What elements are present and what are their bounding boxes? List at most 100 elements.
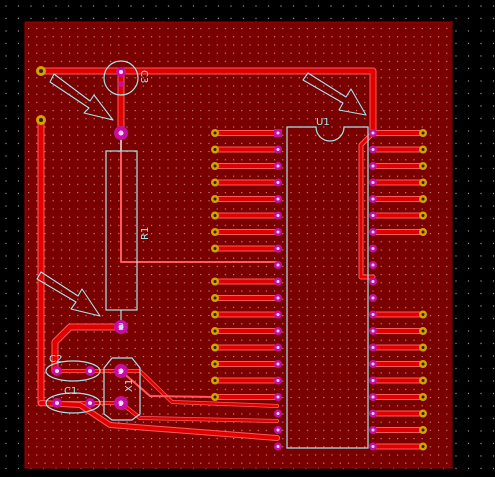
u1-right-stub-pad[interactable]: [419, 145, 427, 154]
u1-right-pin[interactable]: [369, 211, 377, 220]
u1-right-stub-pad[interactable]: [419, 393, 427, 401]
u1-left-stub-pad[interactable]: [211, 327, 219, 335]
u1-right-pin[interactable]: [369, 294, 377, 302]
c2-label: C2: [49, 354, 62, 365]
u1-right-stub-pad[interactable]: [419, 310, 427, 319]
u1-right-stub-pad[interactable]: [419, 426, 427, 434]
u1-left-pin[interactable]: [274, 310, 282, 319]
u1-left-pin[interactable]: [274, 294, 282, 302]
c3-pin[interactable]: [116, 67, 126, 77]
u1-left-pins[interactable]: [274, 129, 282, 451]
u1-right-pin[interactable]: [369, 178, 377, 187]
u1-left-stub-pad[interactable]: [211, 178, 219, 187]
u1-right-pin[interactable]: [369, 277, 377, 286]
u1-right-pins[interactable]: [369, 129, 377, 451]
trace-r1-u1[interactable]: [120, 132, 278, 263]
u1-right-stub-pad[interactable]: [419, 343, 427, 352]
u1-right-pin[interactable]: [369, 360, 377, 368]
u1-left-pin[interactable]: [274, 393, 282, 401]
x1-component[interactable]: X1 2 1: [103, 357, 141, 421]
u1-left-pin[interactable]: [274, 442, 282, 451]
u1-left-pin[interactable]: [274, 129, 282, 137]
c1-label: C1: [64, 386, 77, 397]
u1-left-stub-pad[interactable]: [211, 294, 219, 302]
u1-right-pin[interactable]: [369, 327, 377, 335]
u1-left-stub-pad[interactable]: [211, 277, 219, 286]
u1-right-pin[interactable]: [369, 129, 377, 137]
u1-left-pin[interactable]: [274, 343, 282, 352]
u1-left-stub-pad[interactable]: [211, 228, 219, 236]
u1-right-stub-pad[interactable]: [419, 129, 427, 137]
u1-left-pin[interactable]: [274, 360, 282, 368]
c2-pin1[interactable]: [52, 366, 62, 376]
u1-right-pin[interactable]: [369, 393, 377, 401]
u1-right-stub-pad[interactable]: [419, 162, 427, 170]
u1-right-stub-pad[interactable]: [419, 442, 427, 451]
u1-right-pin[interactable]: [369, 145, 377, 154]
u1-right-pin[interactable]: [369, 343, 377, 352]
u1-left-stub-pad[interactable]: [211, 145, 219, 154]
u1-right-pin[interactable]: [369, 376, 377, 385]
u1-left-stub-pad[interactable]: [211, 244, 219, 253]
u1-right-stub-pad[interactable]: [419, 228, 427, 236]
trace-top-core: [38, 68, 376, 136]
u1-right-stub-pad[interactable]: [419, 178, 427, 187]
u1-right-pin[interactable]: [369, 442, 377, 451]
u1-left-pin[interactable]: [274, 178, 282, 187]
u1-right-stub-pad[interactable]: [419, 195, 427, 203]
c1-pin1[interactable]: [52, 398, 62, 408]
c3-component[interactable]: C3: [103, 60, 149, 96]
u1-left-pin[interactable]: [274, 277, 282, 286]
u1-left-stub-pad[interactable]: [211, 195, 219, 203]
u1-left-pin[interactable]: [274, 244, 282, 253]
r1-pin1[interactable]: [114, 126, 128, 140]
u1-left-stub-pad[interactable]: [211, 376, 219, 385]
u1-right-stub-pad[interactable]: [419, 360, 427, 368]
u1-right-pin[interactable]: [369, 228, 377, 236]
u1-left-pin[interactable]: [274, 261, 282, 269]
u1-right-pin[interactable]: [369, 409, 377, 418]
u1-right-stub-pad[interactable]: [419, 327, 427, 335]
u1-left-pin-traces[interactable]: [211, 129, 280, 401]
u1-left-pin[interactable]: [274, 409, 282, 418]
u1-left-stub-pad[interactable]: [211, 129, 219, 137]
u1-left-pin[interactable]: [274, 145, 282, 154]
c3-pin2[interactable]: [118, 81, 124, 87]
c2-pin2[interactable]: [85, 366, 95, 376]
left-pad-middle[interactable]: [36, 115, 46, 125]
u1-left-pin[interactable]: [274, 426, 282, 434]
u1-left-stub-pad[interactable]: [211, 343, 219, 352]
u1-right-pin[interactable]: [369, 162, 377, 170]
u1-left-stub-pad[interactable]: [211, 393, 219, 401]
u1-right-stub-pad[interactable]: [419, 211, 427, 220]
u1-left-stub-pad[interactable]: [211, 360, 219, 368]
u1-right-pin[interactable]: [369, 310, 377, 319]
r1-component[interactable]: R1 2: [105, 126, 151, 334]
u1-right-stub-pad[interactable]: [419, 376, 427, 385]
u1-right-pin[interactable]: [369, 261, 377, 269]
u1-right-pin[interactable]: [369, 426, 377, 434]
u1-left-pin[interactable]: [274, 228, 282, 236]
u1-left-pin[interactable]: [274, 327, 282, 335]
u1-right-pin-traces[interactable]: [370, 129, 427, 451]
u1-left-pin[interactable]: [274, 376, 282, 385]
u1-left-stub-pad[interactable]: [211, 310, 219, 319]
x1-pin2[interactable]: 2: [114, 364, 128, 378]
u1-right-pin[interactable]: [369, 244, 377, 253]
x1-pin1[interactable]: 1: [114, 396, 128, 410]
u1-left-pin[interactable]: [274, 195, 282, 203]
u1-left-pin[interactable]: [274, 211, 282, 220]
u1-left-stub-pad[interactable]: [211, 162, 219, 170]
u1-right-pin[interactable]: [369, 195, 377, 203]
c1-pin2[interactable]: [85, 398, 95, 408]
c2-component[interactable]: C2: [45, 354, 101, 382]
u1-right-stub-pad[interactable]: [419, 409, 427, 418]
u1-component[interactable]: U1: [286, 117, 369, 449]
u1-left-stub-pad[interactable]: [211, 211, 219, 220]
r1-pin2[interactable]: 2: [114, 320, 128, 334]
left-pad-top[interactable]: [36, 66, 46, 76]
u1-left-pin[interactable]: [274, 162, 282, 170]
arrow-icon: [302, 72, 367, 116]
c1-component[interactable]: C1: [45, 386, 101, 414]
